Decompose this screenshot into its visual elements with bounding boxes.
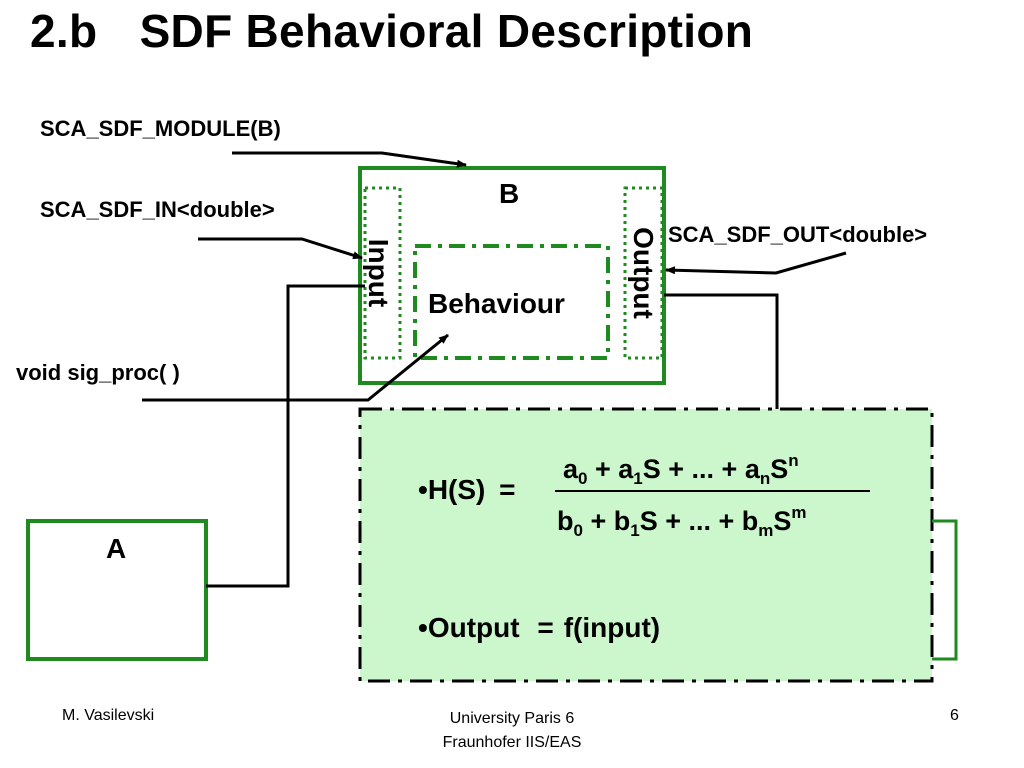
module-macro-label: SCA_SDF_MODULE(B)	[40, 116, 281, 141]
wire-b-output	[664, 293, 779, 409]
module-a-name: A	[106, 533, 127, 564]
title-number: 2.b	[30, 5, 98, 57]
feedback-bracket	[932, 519, 958, 661]
in-port-label: SCA_SDF_IN<double>	[40, 197, 275, 222]
arrow-out-port	[665, 251, 847, 275]
footer-author: M. Vasilevski	[62, 707, 155, 724]
arrow-module-macro	[232, 151, 467, 168]
footer-affiliation: University Paris 6 Fraunhofer IIS/EAS	[412, 707, 612, 755]
svg-text:a0 + a1S + ... + anSn: a0 + a1S + ... + anSn	[563, 451, 799, 488]
output-port-label: Output	[628, 227, 659, 319]
h-lhs: H(S)	[427, 474, 486, 505]
module-a-box	[26, 519, 208, 661]
output-lhs: Output	[427, 612, 520, 643]
input-port-box	[363, 186, 402, 360]
bullet-1: •	[418, 474, 428, 505]
affiliation-line-2: Fraunhofer IIS/EAS	[442, 734, 582, 751]
module-b-name: B	[499, 178, 520, 209]
module-b-box	[358, 166, 666, 385]
behaviour-label: Behaviour	[428, 288, 565, 319]
output-rhs: f(input)	[563, 612, 661, 643]
arrow-in-port	[198, 237, 363, 260]
affiliation-line-1: University Paris 6	[449, 710, 575, 727]
wire-a-to-b	[206, 284, 365, 588]
output-port-box	[623, 186, 664, 360]
input-port-label: Input	[363, 238, 394, 308]
behaviour-box	[413, 244, 610, 360]
bullet-2: •	[418, 612, 428, 643]
slide-title: 2.b SDF Behavioral Description	[30, 4, 753, 58]
equals-2: =	[537, 612, 554, 643]
arrow-method	[142, 333, 449, 402]
equals-1: =	[499, 474, 516, 505]
out-port-label: SCA_SDF_OUT<double>	[668, 222, 928, 247]
output-equation: •Output = f(input)	[418, 612, 660, 644]
method-label: void sig_proc( )	[16, 360, 180, 385]
title-text: SDF Behavioral Description	[139, 5, 754, 57]
equation-panel	[358, 407, 934, 683]
page-number: 6	[950, 707, 959, 724]
transfer-function-fraction: a0 + a1S + ... + anSn b0 + b1S + ... + b…	[555, 451, 870, 540]
transfer-function-lhs: •H(S) =	[418, 474, 516, 506]
